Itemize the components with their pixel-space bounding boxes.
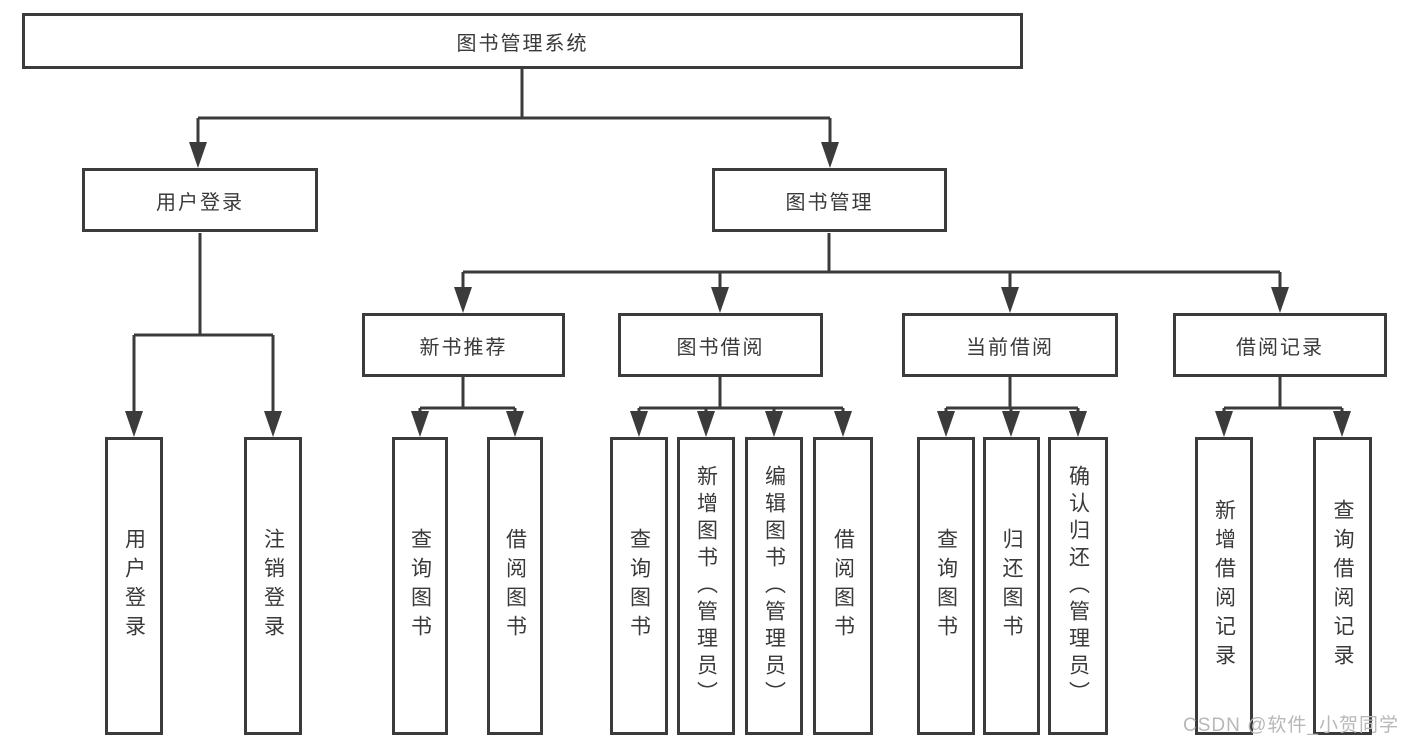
node-br-query-record-label: 查询借阅记录 (1331, 499, 1354, 673)
node-bb-add-books: 新增图书（管理员） (677, 437, 735, 735)
node-bb-query-books: 查询图书 (610, 437, 668, 735)
node-borrowing-records: 借阅记录 (1173, 313, 1387, 377)
node-bb-add-books-label: 新增图书（管理员） (694, 464, 718, 708)
node-bb-edit-books: 编辑图书（管理员） (745, 437, 803, 735)
node-br-query-record: 查询借阅记录 (1313, 437, 1372, 735)
node-cb-return-books: 归还图书 (983, 437, 1040, 735)
node-cb-query-books: 查询图书 (917, 437, 975, 735)
node-br-add-record: 新增借阅记录 (1195, 437, 1253, 735)
node-user-login: 用户登录 (105, 437, 163, 735)
node-user-login-label: 用户登录 (122, 528, 146, 644)
node-nb-borrow-books-label: 借阅图书 (503, 528, 527, 644)
node-bb-query-books-label: 查询图书 (627, 528, 651, 644)
node-root: 图书管理系统 (22, 13, 1023, 69)
node-bb-edit-books-label: 编辑图书（管理员） (762, 464, 786, 708)
node-logout: 注销登录 (244, 437, 302, 735)
node-nb-query-books-label: 查询图书 (408, 528, 432, 644)
node-br-add-record-label: 新增借阅记录 (1212, 499, 1236, 673)
node-book-management: 图书管理 (712, 168, 947, 232)
node-user-login-group: 用户登录 (82, 168, 318, 232)
watermark: CSDN @软件_小贺同学 (1183, 715, 1399, 736)
node-cb-return-books-label: 归还图书 (1000, 528, 1023, 644)
node-cb-query-books-label: 查询图书 (934, 528, 958, 644)
node-bb-borrow-books: 借阅图书 (813, 437, 873, 735)
node-current-borrowing: 当前借阅 (902, 313, 1118, 377)
node-nb-query-books: 查询图书 (392, 437, 448, 735)
node-new-book-recommend: 新书推荐 (362, 313, 565, 377)
node-book-borrowing: 图书借阅 (618, 313, 823, 377)
node-bb-borrow-books-label: 借阅图书 (831, 528, 855, 644)
node-nb-borrow-books: 借阅图书 (487, 437, 543, 735)
node-logout-label: 注销登录 (261, 528, 285, 644)
arrowheads (125, 142, 1351, 437)
node-cb-confirm-return: 确认归还（管理员） (1048, 437, 1108, 735)
node-cb-confirm-return-label: 确认归还（管理员） (1066, 464, 1090, 708)
